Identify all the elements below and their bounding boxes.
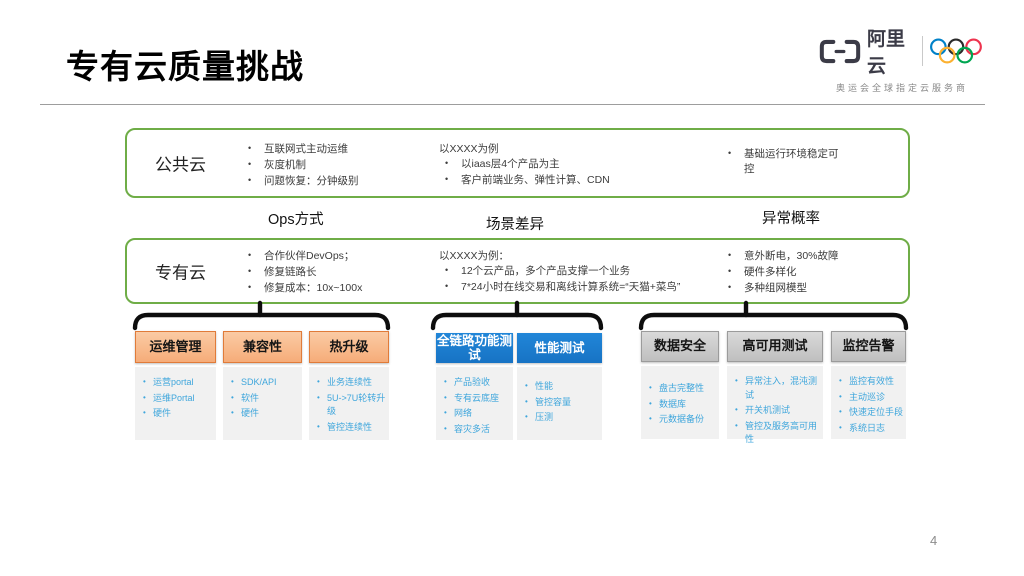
private-cloud-risk-list: 意外断电，30%故障 硬件多样化 多种组网模型 [722,249,882,298]
list-item: 业务连续性 [316,376,386,390]
column-header: 高可用测试 [727,331,823,362]
axis-label-anomaly: 异常概率 [762,211,820,227]
column-item-list: 监控有效性 主动巡诊 快速定位手段 系统日志 [831,366,906,439]
list-item: 客户前端业务、弹性计算、CDN [439,173,729,188]
column-header: 数据安全 [641,331,719,362]
public-cloud-risk-list: 基础运行环境稳定可控 [722,147,844,178]
group-ops-methods: 运维管理 运营portal 运维Portal 硬件 兼容性 SDK/API 软件… [135,331,389,440]
scenario-title: 以XXXX为例 [439,143,499,155]
list-item: 监控有效性 [838,375,903,389]
column-item-list: 异常注入，混沌测试 开关机测试 管控及服务高可用性 [727,366,823,444]
column-header: 监控告警 [831,331,906,362]
list-item: 性能 [524,380,599,394]
list-item: 容灾多活 [443,423,510,437]
olympic-rings-icon [928,37,986,66]
column-header: 兼容性 [223,331,302,363]
list-item: 软件 [230,392,299,406]
list-item: 元数据备份 [648,413,716,427]
list-item: 主动巡诊 [838,391,903,405]
title-divider-rule [40,104,985,105]
column-header: 全链路功能测试 [436,333,513,363]
column-item-list: 产品验收 专有云底座 网络 容灾多活 [436,367,513,440]
list-item: 管控容量 [524,396,599,410]
bracket-connectors [132,300,909,331]
list-item: SDK/API [230,376,299,390]
list-item: 运维Portal [142,392,213,406]
public-cloud-box: 公共云 互联网式主动运维 灰度机制 问题恢复：分钟级别 以XXXX为例 以iaa… [125,128,910,198]
logo-divider [922,36,923,66]
list-item: 以iaas层4个产品为主 [439,157,729,172]
page-number: 4 [930,533,938,548]
column-item-list: 性能 管控容量 压测 [517,367,602,440]
group-column: 全链路功能测试 产品验收 专有云底座 网络 容灾多活 [436,333,513,440]
private-cloud-label: 专有云 [155,263,206,283]
list-item: 合作伙伴DevOps； [242,249,442,264]
bracket-connector [132,312,391,331]
group-column: 兼容性 SDK/API 软件 硬件 [223,331,302,440]
group-column: 高可用测试 异常注入，混沌测试 开关机测试 管控及服务高可用性 [727,331,823,444]
list-item: 快速定位手段 [838,406,903,420]
group-column: 监控告警 监控有效性 主动巡诊 快速定位手段 系统日志 [831,331,906,439]
axis-label-scenario: 场景差异 [486,217,544,233]
private-cloud-ops-list: 合作伙伴DevOps； 修复链路长 修复成本：10x~100x [242,249,442,298]
list-item: 硬件 [230,407,299,421]
list-item: 硬件多样化 [722,265,882,280]
list-item: 硬件 [142,407,213,421]
brand-name: 阿里云 [867,29,906,77]
column-item-list: 运营portal 运维Portal 硬件 [135,367,216,440]
column-header: 运维管理 [135,331,216,363]
list-item: 管控连续性 [316,421,386,435]
list-item: 压测 [524,411,599,425]
page-title: 专有云质量挑战 [66,48,304,85]
public-cloud-ops-list: 互联网式主动运维 灰度机制 问题恢复：分钟级别 [242,142,442,191]
scenario-title: 以XXXX为例： [439,250,510,262]
group-column: 热升级 业务连续性 5U->7U轮转升级 管控连续性 [309,331,389,440]
list-item: 产品验收 [443,376,510,390]
group-anomaly-testing: 数据安全 盘古完整性 数据库 元数据备份 高可用测试 异常注入，混沌测试 开关机… [641,331,906,444]
list-item: 管控及服务高可用性 [734,420,820,447]
column-header: 性能测试 [517,333,602,363]
group-column: 数据安全 盘古完整性 数据库 元数据备份 [641,331,719,439]
list-item: 7*24小时在线交易和离线计算系统=“天猫+菜鸟” [439,280,734,295]
column-item-list: SDK/API 软件 硬件 [223,367,302,440]
list-item: 数据库 [648,398,716,412]
private-cloud-scenario-list: 以XXXX为例： 12个云产品，多个产品支撑一个业务 7*24小时在线交易和离线… [439,249,734,297]
list-item: 基础运行环境稳定可控 [722,147,844,177]
list-item: 意外断电，30%故障 [722,249,882,264]
list-item: 开关机测试 [734,404,820,418]
list-item: 修复链路长 [242,265,442,280]
list-item: 互联网式主动运维 [242,142,442,157]
column-item-list: 盘古完整性 数据库 元数据备份 [641,366,719,439]
list-item: 盘古完整性 [648,382,716,396]
list-item: 异常注入，混沌测试 [734,375,820,402]
alibaba-cloud-logo: 阿里云 奥运会全球指定云服务商 [818,24,986,94]
bracket-connector [638,312,909,331]
public-cloud-label: 公共云 [155,155,206,175]
list-item: 修复成本：10x~100x [242,281,442,296]
list-item: 灰度机制 [242,158,442,173]
group-column: 性能测试 性能 管控容量 压测 [517,333,602,440]
group-scenario-testing: 全链路功能测试 产品验收 专有云底座 网络 容灾多活 性能测试 性能 管控容量 … [436,333,602,440]
group-column: 运维管理 运营portal 运维Portal 硬件 [135,331,216,440]
list-item: 问题恢复：分钟级别 [242,174,442,189]
list-item: 运营portal [142,376,213,390]
bracket-connector [430,312,604,331]
public-cloud-scenario-list: 以XXXX为例 以iaas层4个产品为主 客户前端业务、弹性计算、CDN [439,142,729,190]
list-item: 5U->7U轮转升级 [316,392,386,419]
column-header: 热升级 [309,331,389,363]
private-cloud-box: 专有云 合作伙伴DevOps； 修复链路长 修复成本：10x~100x 以XXX… [125,238,910,304]
logo-tagline: 奥运会全球指定云服务商 [835,83,968,93]
list-item: 12个云产品，多个产品支撑一个业务 [439,264,734,279]
alibaba-cloud-bracket-icon [818,38,862,65]
column-item-list: 业务连续性 5U->7U轮转升级 管控连续性 [309,367,389,440]
list-item: 专有云底座 [443,392,510,406]
list-item: 网络 [443,407,510,421]
list-item: 多种组网模型 [722,281,882,296]
axis-label-ops: Ops方式 [268,212,324,228]
list-item: 系统日志 [838,422,903,436]
